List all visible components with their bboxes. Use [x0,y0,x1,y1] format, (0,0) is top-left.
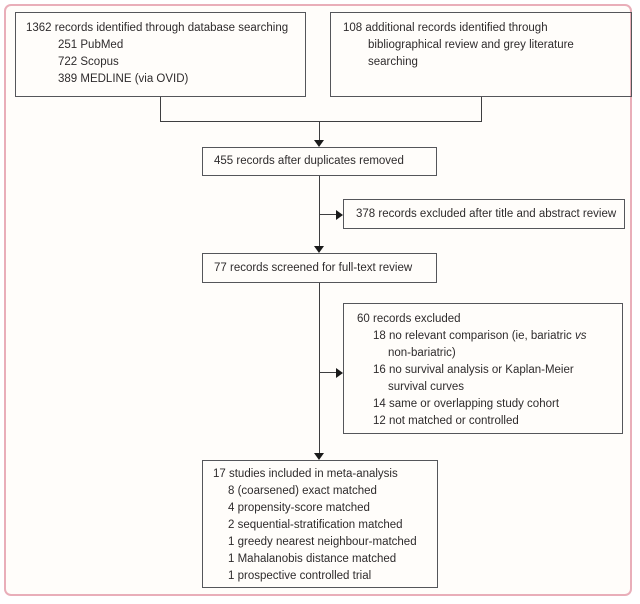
box-line: 8 (coarsened) exact matched [228,485,377,497]
box-line: 722 Scopus [58,56,119,68]
connector-line [319,121,320,141]
box-line: 12 not matched or controlled [373,415,519,427]
box-line: survival curves [388,381,465,393]
box-line: 4 propensity-score matched [228,502,370,514]
box-line: 14 same or overlapping study cohort [373,398,560,410]
box-line: non-bariatric) [388,347,456,359]
connector-line [319,176,320,247]
box-line: 2 sequential-stratification matched [228,519,403,531]
box-title-abstract-excluded: 378 records excluded after title and abs… [343,199,625,229]
box-line: 17 studies included in meta-analysis [213,468,398,480]
arrow-down-icon [314,453,324,460]
connector-line [160,97,161,122]
box-line: 1362 records identified through database… [26,22,289,34]
connector-line [481,97,482,122]
box-database-search-records: 1362 records identified through database… [15,12,306,97]
box-studies-included: 17 studies included in meta-analysis 8 (… [202,460,438,588]
box-line: bibliographical review and grey literatu… [368,39,574,51]
box-line: 108 additional records identified throug… [343,22,548,34]
box-line: searching [368,56,418,68]
box-fulltext-excluded: 60 records excluded 18 no relevant compa… [343,303,623,434]
box-line: 77 records screened for full-text review [214,261,413,274]
box-line: 18 no relevant comparison (ie, bariatric… [357,328,614,345]
box-line: 1 Mahalanobis distance matched [228,553,397,565]
box-duplicates-removed: 455 records after duplicates removed [202,147,437,176]
box-fulltext-screened: 77 records screened for full-text review [202,253,437,283]
arrow-down-icon [314,246,324,253]
arrow-right-icon [336,210,343,220]
connector-line [320,214,336,215]
arrow-down-icon [314,140,324,147]
box-additional-records: 108 additional records identified throug… [330,12,632,97]
box-line: 455 records after duplicates removed [214,155,404,167]
box-line: 1 greedy nearest neighbour-matched [228,536,417,548]
box-line: 1 prospective controlled trial [228,570,372,582]
box-line: 389 MEDLINE (via OVID) [58,73,189,85]
box-line: 60 records excluded [357,313,461,325]
box-line: 251 PubMed [58,39,124,51]
box-line-text: 18 no relevant comparison (ie, bariatric [373,330,575,342]
box-line-italic-text: vs [575,330,587,342]
connector-line [320,372,336,373]
arrow-right-icon [336,368,343,378]
connector-line [319,283,320,454]
figure-frame [4,4,632,596]
box-line: 16 no survival analysis or Kaplan-Meier [373,364,574,376]
box-line: 378 records excluded after title and abs… [356,207,617,220]
connector-line [160,121,482,122]
